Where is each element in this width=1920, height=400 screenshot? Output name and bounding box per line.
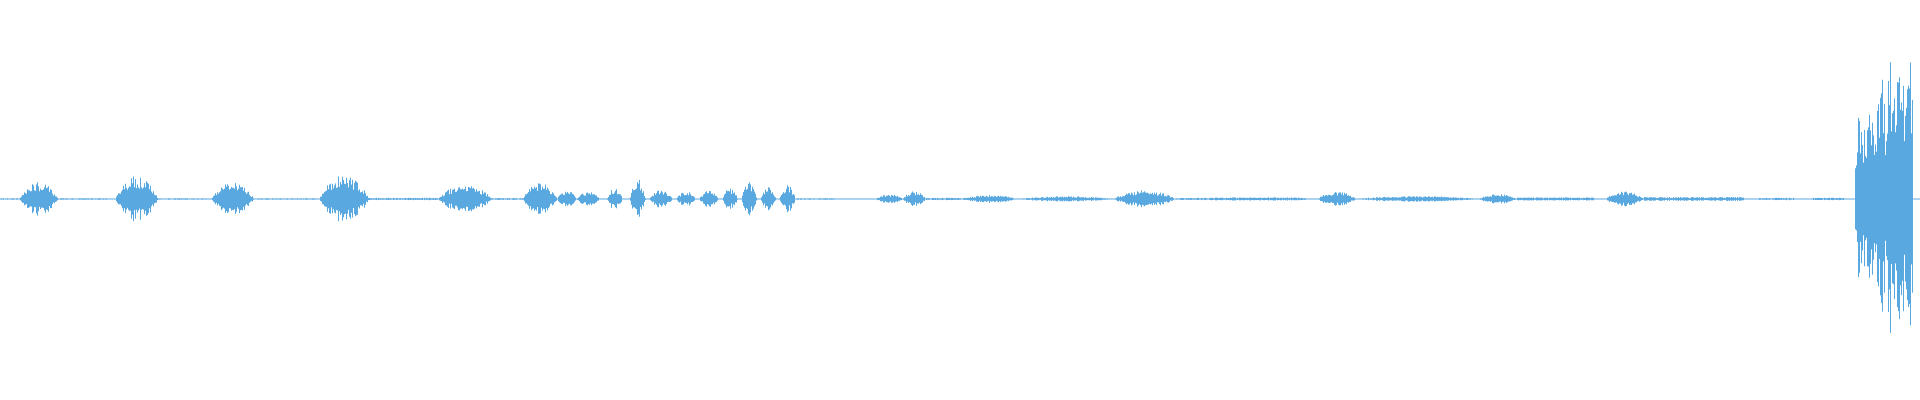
waveform-samples	[0, 62, 1920, 333]
